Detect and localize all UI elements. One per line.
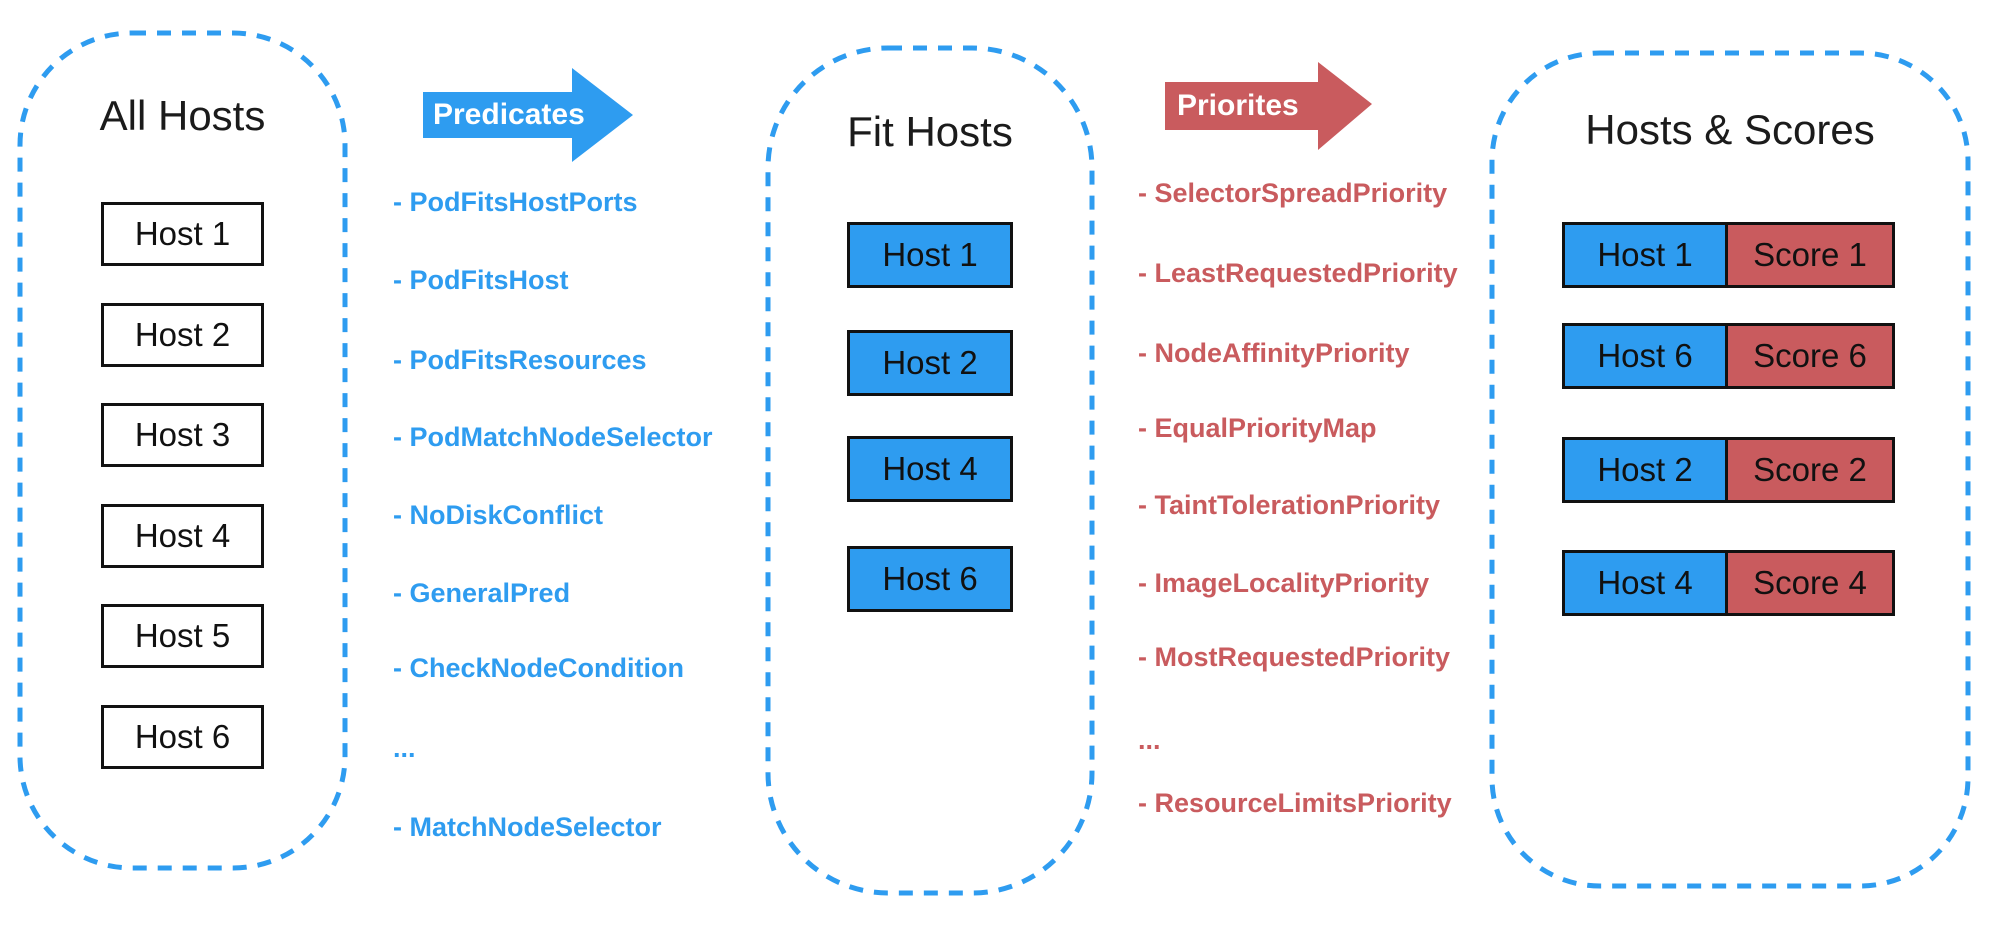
fit-hosts-box: Host 1 xyxy=(847,222,1013,288)
hosts-scores-outline xyxy=(1489,50,1971,889)
host-score-row: Host 6 Score 6 xyxy=(1562,323,1895,389)
predicate-item-ellipsis: ... xyxy=(393,733,416,763)
host-cell: Host 4 xyxy=(1562,550,1728,616)
priority-item: - ResourceLimitsPriority xyxy=(1138,788,1452,818)
predicate-item: - PodMatchNodeSelector xyxy=(393,422,713,452)
fit-hosts-title: Fit Hosts xyxy=(847,108,1013,155)
all-hosts-box: Host 3 xyxy=(101,403,264,467)
all-hosts-container: All Hosts Host 1 Host 2 Host 3 Host 4 Ho… xyxy=(20,33,345,868)
predicate-item: - CheckNodeCondition xyxy=(393,653,684,683)
all-hosts-outline xyxy=(17,30,348,871)
predicates-arrow-label: Predicates xyxy=(433,98,585,131)
all-hosts-box: Host 6 xyxy=(101,705,264,769)
hosts-scores-title: Hosts & Scores xyxy=(1585,106,1875,153)
priority-item-ellipsis: ... xyxy=(1138,725,1161,755)
fit-hosts-box: Host 2 xyxy=(847,330,1013,396)
priorities-arrow-label: Priorites xyxy=(1177,89,1299,122)
host-cell: Host 2 xyxy=(1562,437,1728,503)
host-score-row: Host 2 Score 2 xyxy=(1562,437,1895,503)
priority-item: - TaintTolerationPriority xyxy=(1138,490,1441,520)
predicate-item: - GeneralPred xyxy=(393,578,571,608)
host-cell: Host 1 xyxy=(1562,222,1728,288)
predicates-arrow-icon xyxy=(423,68,633,162)
all-hosts-box: Host 1 xyxy=(101,202,264,266)
all-hosts-title: All Hosts xyxy=(99,92,266,139)
priority-item: - MostRequestedPriority xyxy=(1138,642,1451,672)
priority-item: - NodeAffinityPriority xyxy=(1138,338,1410,368)
host-score-row: Host 1 Score 1 xyxy=(1562,222,1895,288)
host-score-row: Host 4 Score 4 xyxy=(1562,550,1895,616)
priorities-arrow-icon xyxy=(1165,62,1372,150)
hosts-scores-container: Hosts & Scores Host 1 Score 1 Host 6 Sco… xyxy=(1492,53,1968,886)
fit-hosts-outline xyxy=(765,45,1095,896)
score-cell: Score 1 xyxy=(1728,222,1895,288)
priority-item: - SelectorSpreadPriority xyxy=(1138,178,1448,208)
fit-hosts-box: Host 4 xyxy=(847,436,1013,502)
priority-item: - EqualPriorityMap xyxy=(1138,413,1377,443)
fit-hosts-box: Host 6 xyxy=(847,546,1013,612)
host-cell: Host 6 xyxy=(1562,323,1728,389)
fit-hosts-container: Fit Hosts Host 1 Host 2 Host 4 Host 6 xyxy=(768,48,1092,893)
all-hosts-box: Host 4 xyxy=(101,504,264,568)
predicate-item: - MatchNodeSelector xyxy=(393,812,662,842)
score-cell: Score 6 xyxy=(1728,323,1895,389)
priority-item: - LeastRequestedPriority xyxy=(1138,258,1458,288)
predicate-item: - PodFitsHost xyxy=(393,265,569,295)
score-cell: Score 4 xyxy=(1728,550,1895,616)
priority-item: - ImageLocalityPriority xyxy=(1138,568,1430,598)
all-hosts-box: Host 2 xyxy=(101,303,264,367)
score-cell: Score 2 xyxy=(1728,437,1895,503)
predicate-item: - NoDiskConflict xyxy=(393,500,604,530)
predicate-item: - PodFitsResources xyxy=(393,345,647,375)
all-hosts-box: Host 5 xyxy=(101,604,264,668)
predicate-item: - PodFitsHostPorts xyxy=(393,187,638,217)
